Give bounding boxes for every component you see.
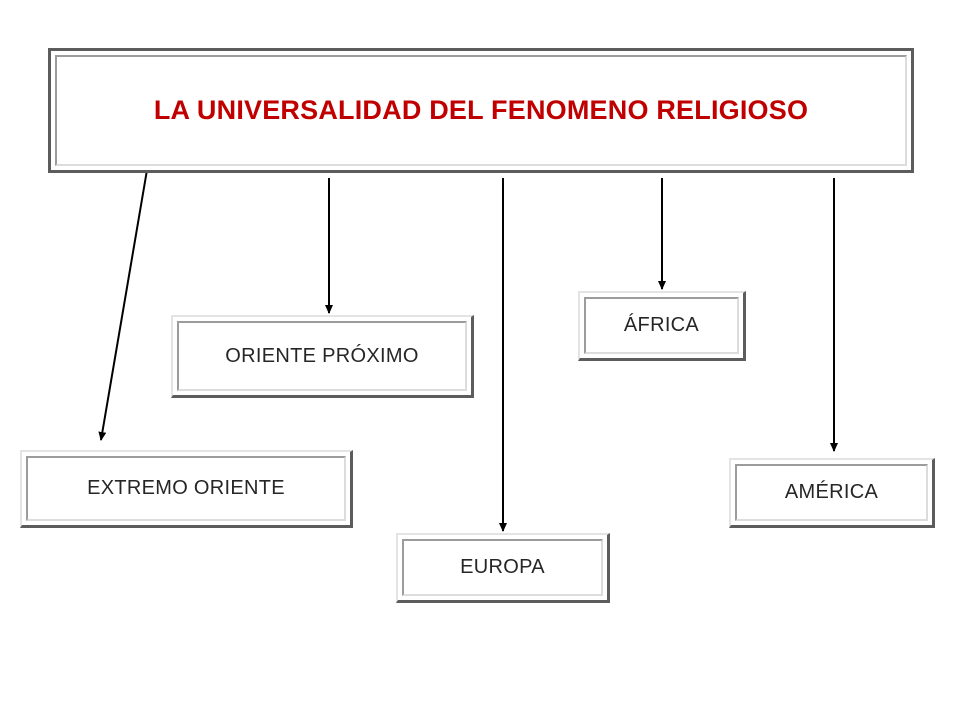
arrow-to-extremo-oriente: [98, 169, 148, 441]
node-label-africa: ÁFRICA: [623, 314, 700, 336]
node-label-oriente-proximo: ORIENTE PRÓXIMO: [225, 344, 419, 367]
node-label-america: AMÉRICA: [784, 481, 879, 503]
diagram-title: LA UNIVERSALIDAD DEL FENOMENO RELIGIOSO: [153, 95, 809, 125]
node-america: AMÉRICA: [729, 458, 935, 528]
node-label-europa: EUROPA: [460, 556, 545, 578]
title-box: LA UNIVERSALIDAD DEL FENOMENO RELIGIOSO: [48, 48, 914, 173]
node-extremo-oriente: EXTREMO ORIENTE: [20, 450, 353, 528]
node-label-extremo-oriente: EXTREMO ORIENTE: [87, 477, 285, 499]
node-oriente-proximo: ORIENTE PRÓXIMO: [171, 315, 474, 398]
node-europa: EUROPA: [396, 533, 610, 603]
node-africa: ÁFRICA: [578, 291, 746, 361]
